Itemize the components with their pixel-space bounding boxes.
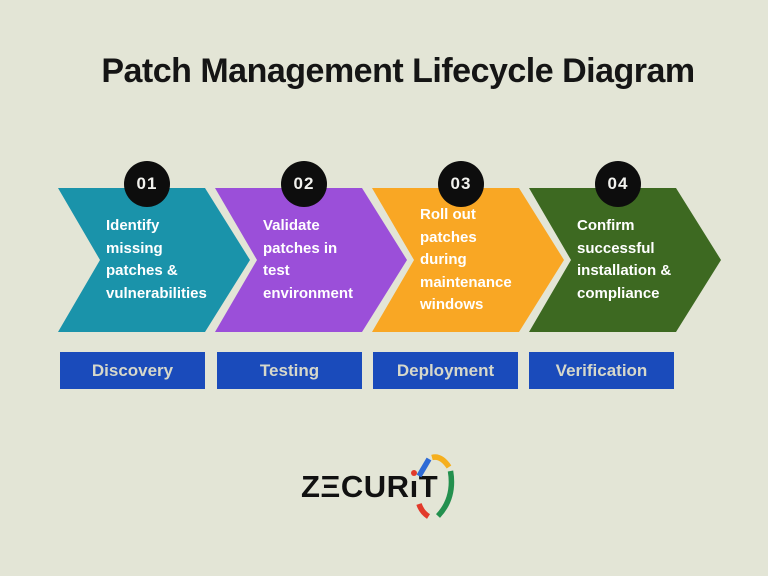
step-1-description: Identify missing patches & vulnerabiliti… <box>106 217 207 302</box>
step-3-number-badge: 03 <box>438 161 484 207</box>
shield-segment-right <box>435 470 455 518</box>
step-2-number-badge: 02 <box>281 161 327 207</box>
step-4-description: Confirm successful installation & compli… <box>577 217 672 302</box>
stage-2-label: Testing <box>259 360 320 380</box>
logo-letter-i: ı <box>409 469 419 504</box>
step-1-number: 01 <box>136 174 158 193</box>
stage-4-label: Verification <box>555 360 648 380</box>
logo-text-part2: T <box>418 469 439 504</box>
logo-i-dot <box>410 470 417 476</box>
step-2-description: Validate patches in test environment <box>263 217 354 302</box>
step-2-number: 02 <box>293 174 315 193</box>
shield-icon <box>416 454 455 519</box>
logo-text-part1: ZΞCUR <box>301 469 410 504</box>
shield-segment-top-right <box>431 454 452 469</box>
shield-segment-top-left <box>416 457 432 478</box>
step-4-number: 04 <box>607 174 629 193</box>
stage-3-label: Deployment <box>396 360 495 380</box>
step-3-number: 03 <box>450 174 472 193</box>
step-3-description: Roll out patches during maintenance wind… <box>420 205 512 313</box>
stage-label-verification: Verification <box>529 352 674 389</box>
step-4-number-badge: 04 <box>595 161 641 207</box>
stage-label-discovery: Discovery <box>60 352 205 389</box>
step-1-number-badge: 01 <box>124 161 170 207</box>
stage-label-testing: Testing <box>217 352 362 389</box>
page-title: Patch Management Lifecycle Diagram <box>101 52 695 90</box>
stage-1-label: Discovery <box>91 360 174 380</box>
shield-segment-bottom-left <box>416 503 431 519</box>
chevron-step-1: Identify missing patches & vulnerabiliti… <box>58 188 250 332</box>
stage-label-deployment: Deployment <box>373 352 518 389</box>
